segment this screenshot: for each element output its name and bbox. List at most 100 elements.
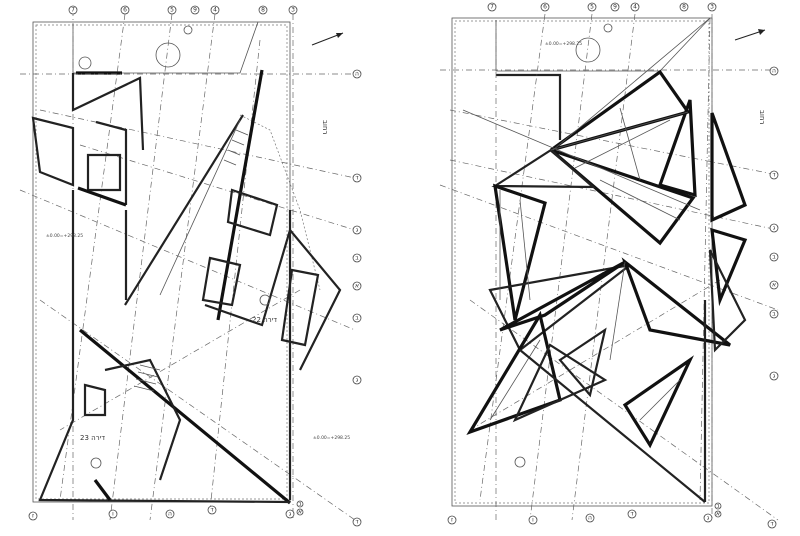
grid-bubble: 4 bbox=[630, 2, 640, 12]
grid-bubble-label: א bbox=[298, 509, 302, 516]
grid-bubble-label: ה bbox=[772, 68, 776, 75]
grid-bubble-label: ז bbox=[32, 513, 34, 520]
grid-bubble: 3 bbox=[288, 5, 298, 15]
grid-bubble-label: 7 bbox=[490, 4, 494, 11]
grid-bubble: ה bbox=[585, 513, 595, 523]
grid-bubble: 9 bbox=[190, 5, 200, 15]
tree-icon bbox=[603, 23, 613, 33]
grid-bubble: ג bbox=[352, 375, 362, 385]
grid-bubble: ה bbox=[352, 69, 362, 79]
grid-bubble: ב bbox=[714, 503, 722, 510]
grid-bubble: 9 bbox=[610, 2, 620, 12]
grid-bubble-label: ב bbox=[355, 315, 359, 322]
grid-bubble: ז bbox=[28, 511, 38, 521]
street-label: רחוב bbox=[758, 110, 766, 125]
grid-bubble: ד bbox=[769, 170, 779, 180]
tree-icon bbox=[155, 42, 181, 68]
grid-bubble: ד bbox=[207, 505, 217, 515]
grid-bubble: 6 bbox=[540, 2, 550, 12]
grid-bubble: 5 bbox=[587, 2, 597, 12]
grid-bubble: 7 bbox=[487, 2, 497, 12]
grid-bubble: ב bbox=[352, 253, 362, 263]
grid-bubble-label: ב bbox=[716, 503, 720, 510]
grid-bubble-label: ג bbox=[707, 515, 710, 522]
grid-bubble-label: ג bbox=[356, 227, 359, 234]
grid-bubble-label: ד bbox=[772, 172, 776, 179]
grid-bubble-label: 6 bbox=[543, 4, 547, 11]
tree-icon bbox=[183, 25, 193, 35]
grid-bubble-label: ד bbox=[630, 511, 634, 518]
right-floor-plan: רחוב ±0.00=+298.25 7 6 5 9 4 8 3 ה ד ג ב… bbox=[439, 2, 779, 529]
grid-bubble-label: 6 bbox=[123, 7, 127, 14]
grid-bubble-label: 9 bbox=[613, 4, 617, 11]
grid-lines bbox=[439, 13, 779, 521]
grid-bubble-label: א bbox=[772, 282, 776, 289]
grid-bubble: ב bbox=[769, 252, 779, 262]
grid-bubble: ה bbox=[165, 509, 175, 519]
grid-bubble: ג bbox=[703, 513, 713, 523]
roof-triangles bbox=[466, 69, 748, 449]
table-icon bbox=[90, 457, 102, 469]
grid-bubble-label: 4 bbox=[213, 7, 217, 14]
grid-bubble-label: ד bbox=[355, 519, 359, 526]
elevation-label: ±0.00=+298.25 bbox=[545, 41, 582, 47]
grid-bubble: ג bbox=[352, 225, 362, 235]
grid-bubble: ו bbox=[108, 509, 118, 519]
table-icon bbox=[514, 456, 526, 468]
garden-boundary bbox=[495, 17, 711, 72]
grid-bubble-label: ו bbox=[532, 517, 534, 524]
grid-bubble: 5 bbox=[167, 5, 177, 15]
grid-bubble-label: ג bbox=[289, 511, 292, 518]
grid-bubble-label: ב bbox=[772, 254, 776, 261]
grid-bubble-label: ה bbox=[168, 511, 172, 518]
garden-boundary bbox=[72, 21, 259, 74]
grid-bubble-label: ג bbox=[356, 377, 359, 384]
grid-bubble-label: ה bbox=[588, 515, 592, 522]
grid-bubble: ה bbox=[769, 66, 779, 76]
street-label: רחוב bbox=[321, 120, 329, 135]
apartment-label: דירה 23 bbox=[80, 434, 105, 442]
construction-lines bbox=[462, 17, 711, 421]
grid-bubble: א bbox=[352, 281, 362, 291]
grid-bubble-label: ב bbox=[772, 311, 776, 318]
grid-bubble: ז bbox=[447, 515, 457, 525]
grid-bubble: ב bbox=[296, 501, 304, 508]
walls bbox=[31, 69, 342, 505]
setback-line bbox=[35, 24, 288, 500]
grid-bubble-label: ג bbox=[773, 225, 776, 232]
north-arrow-icon bbox=[734, 29, 766, 41]
elevation-label: ±0.00=+298.25 bbox=[46, 233, 83, 239]
grid-bubble: ב bbox=[352, 313, 362, 323]
grid-bubble-label: 8 bbox=[682, 4, 686, 11]
grid-bubble-label: ד bbox=[210, 507, 214, 514]
grid-bubble: ג bbox=[285, 509, 295, 519]
grid-bubble: ד bbox=[352, 173, 362, 183]
grid-bubble: 8 bbox=[258, 5, 268, 15]
grid-bubble: ג bbox=[769, 371, 779, 381]
grid-bubble-label: 4 bbox=[633, 4, 637, 11]
left-floor-plan: דירה 22 דירה 23 רחוב ±0.00=+298.25 ±0.00… bbox=[19, 5, 362, 527]
grid-bubble-label: ד bbox=[355, 175, 359, 182]
tree-icon bbox=[575, 37, 601, 63]
elevation-label: ±0.00=+298.25 bbox=[313, 435, 350, 441]
grid-bubble-label: א bbox=[716, 511, 720, 518]
grid-bubble-label: ה bbox=[355, 71, 359, 78]
grid-bubble: ו bbox=[528, 515, 538, 525]
stairs bbox=[133, 129, 249, 392]
grid-bubble: ג bbox=[769, 223, 779, 233]
grid-bubble-label: ד bbox=[770, 521, 774, 528]
grid-bubble-label: 3 bbox=[291, 7, 295, 14]
grid-bubble: 8 bbox=[679, 2, 689, 12]
grid-bubble-label: 8 bbox=[261, 7, 265, 14]
north-arrow-icon bbox=[311, 32, 344, 46]
grid-bubble-label: 7 bbox=[71, 7, 75, 14]
grid-bubble-label: ב bbox=[355, 255, 359, 262]
grid-bubble-label: 5 bbox=[170, 7, 174, 14]
shrub-icon bbox=[78, 56, 92, 70]
table-icon bbox=[259, 294, 271, 306]
apartment-label: דירה 22 bbox=[252, 316, 277, 324]
grid-bubble-label: 3 bbox=[710, 4, 714, 11]
grid-bubble-label: ב bbox=[298, 501, 302, 508]
grid-bubble-label: ז bbox=[451, 517, 453, 524]
